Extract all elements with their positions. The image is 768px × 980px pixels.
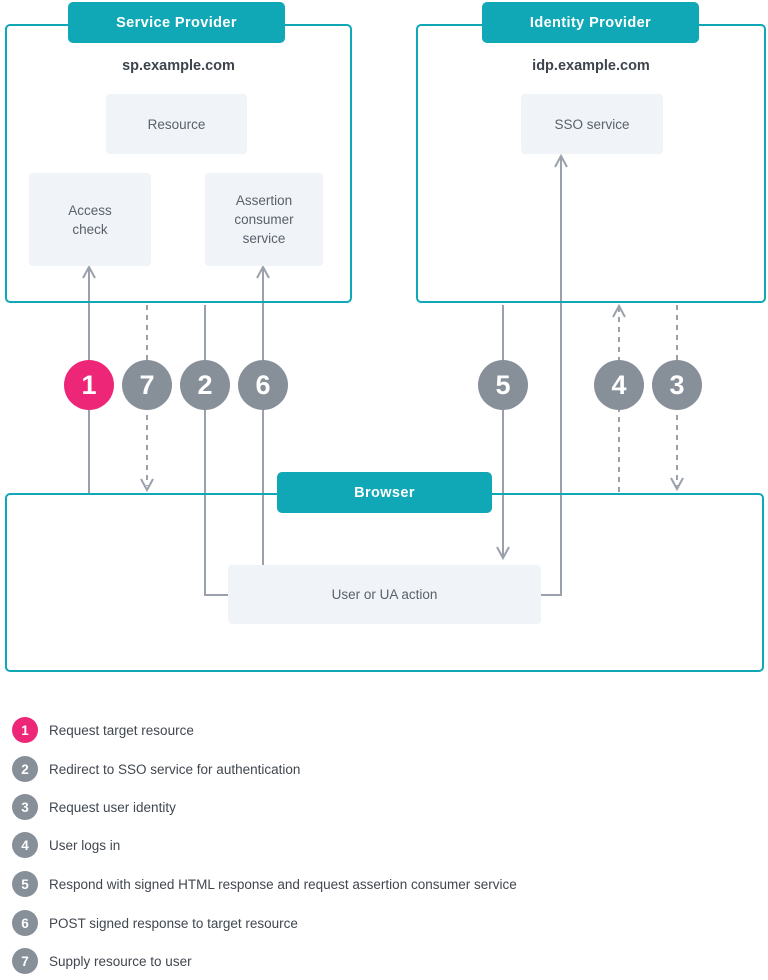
- legend-item-4: 4 User logs in: [12, 832, 120, 858]
- assertion-consumer-service-label: Assertion consumer service: [234, 193, 294, 246]
- arrow-up-icon: [554, 153, 568, 168]
- legend-step-label: User logs in: [49, 837, 121, 853]
- legend-step-label: Respond with signed HTML response and re…: [49, 876, 517, 892]
- service-provider-host: sp.example.com: [122, 58, 235, 74]
- identity-provider-tab: Identity Provider: [482, 2, 699, 43]
- user-action-label: User or UA action: [331, 587, 438, 602]
- legend-step-badge: 2: [12, 756, 38, 782]
- legend-step-badge: 3: [12, 794, 38, 820]
- identity-provider-label: Identity Provider: [529, 14, 652, 31]
- sso-service-label: SSO service: [554, 116, 630, 132]
- user-action-node: User or UA action: [228, 565, 541, 624]
- step-circle-5: 5: [478, 360, 528, 410]
- arrow-down-icon: [140, 478, 154, 493]
- legend-step-label: POST signed response to target resource: [49, 915, 298, 931]
- arrow-down-icon: [496, 546, 510, 561]
- arrow-up-icon: [82, 264, 96, 279]
- step-circle-3: 3: [652, 360, 702, 410]
- resource-node: Resource: [106, 94, 247, 154]
- legend-item-3: 3 Request user identity: [12, 794, 176, 820]
- step-circle-4: 4: [594, 360, 644, 410]
- legend-step-badge: 5: [12, 871, 38, 897]
- step-circle-7: 7: [122, 360, 172, 410]
- identity-provider-host: idp.example.com: [532, 58, 650, 74]
- legend-step-label: Supply resource to user: [49, 953, 192, 969]
- legend-step-label: Request user identity: [49, 799, 176, 815]
- legend-step-badge: 4: [12, 832, 38, 858]
- legend-step-label: Redirect to SSO service for authenticati…: [49, 761, 301, 777]
- legend-item-2: 2 Redirect to SSO service for authentica…: [12, 756, 300, 782]
- step-circle-2: 2: [180, 360, 230, 410]
- arrow-up-icon: [256, 264, 270, 279]
- assertion-consumer-service-node: Assertion consumer service: [205, 173, 323, 266]
- service-provider-label: Service Provider: [116, 14, 237, 31]
- resource-label: Resource: [147, 116, 206, 132]
- legend-item-5: 5 Respond with signed HTML response and …: [12, 871, 517, 897]
- legend-item-1: 1 Request target resource: [12, 717, 194, 743]
- browser-label: Browser: [354, 484, 415, 501]
- access-check-node: Access check: [29, 173, 151, 266]
- legend-item-7: 7 Supply resource to user: [12, 948, 192, 974]
- legend-step-badge: 1: [12, 717, 38, 743]
- legend-step-label: Request target resource: [49, 722, 194, 738]
- legend-step-badge: 6: [12, 910, 38, 936]
- legend-step-badge: 7: [12, 948, 38, 974]
- sso-service-node: SSO service: [521, 94, 663, 154]
- service-provider-tab: Service Provider: [68, 2, 285, 43]
- step-circle-6: 6: [238, 360, 288, 410]
- access-check-label: Access check: [68, 202, 112, 237]
- legend-item-6: 6 POST signed response to target resourc…: [12, 910, 298, 936]
- flow-line-sso-request: [541, 157, 562, 596]
- arrow-down-icon: [670, 477, 684, 492]
- arrow-up-icon: [612, 303, 626, 318]
- step-circle-1: 1: [64, 360, 114, 410]
- browser-tab: Browser: [277, 472, 492, 513]
